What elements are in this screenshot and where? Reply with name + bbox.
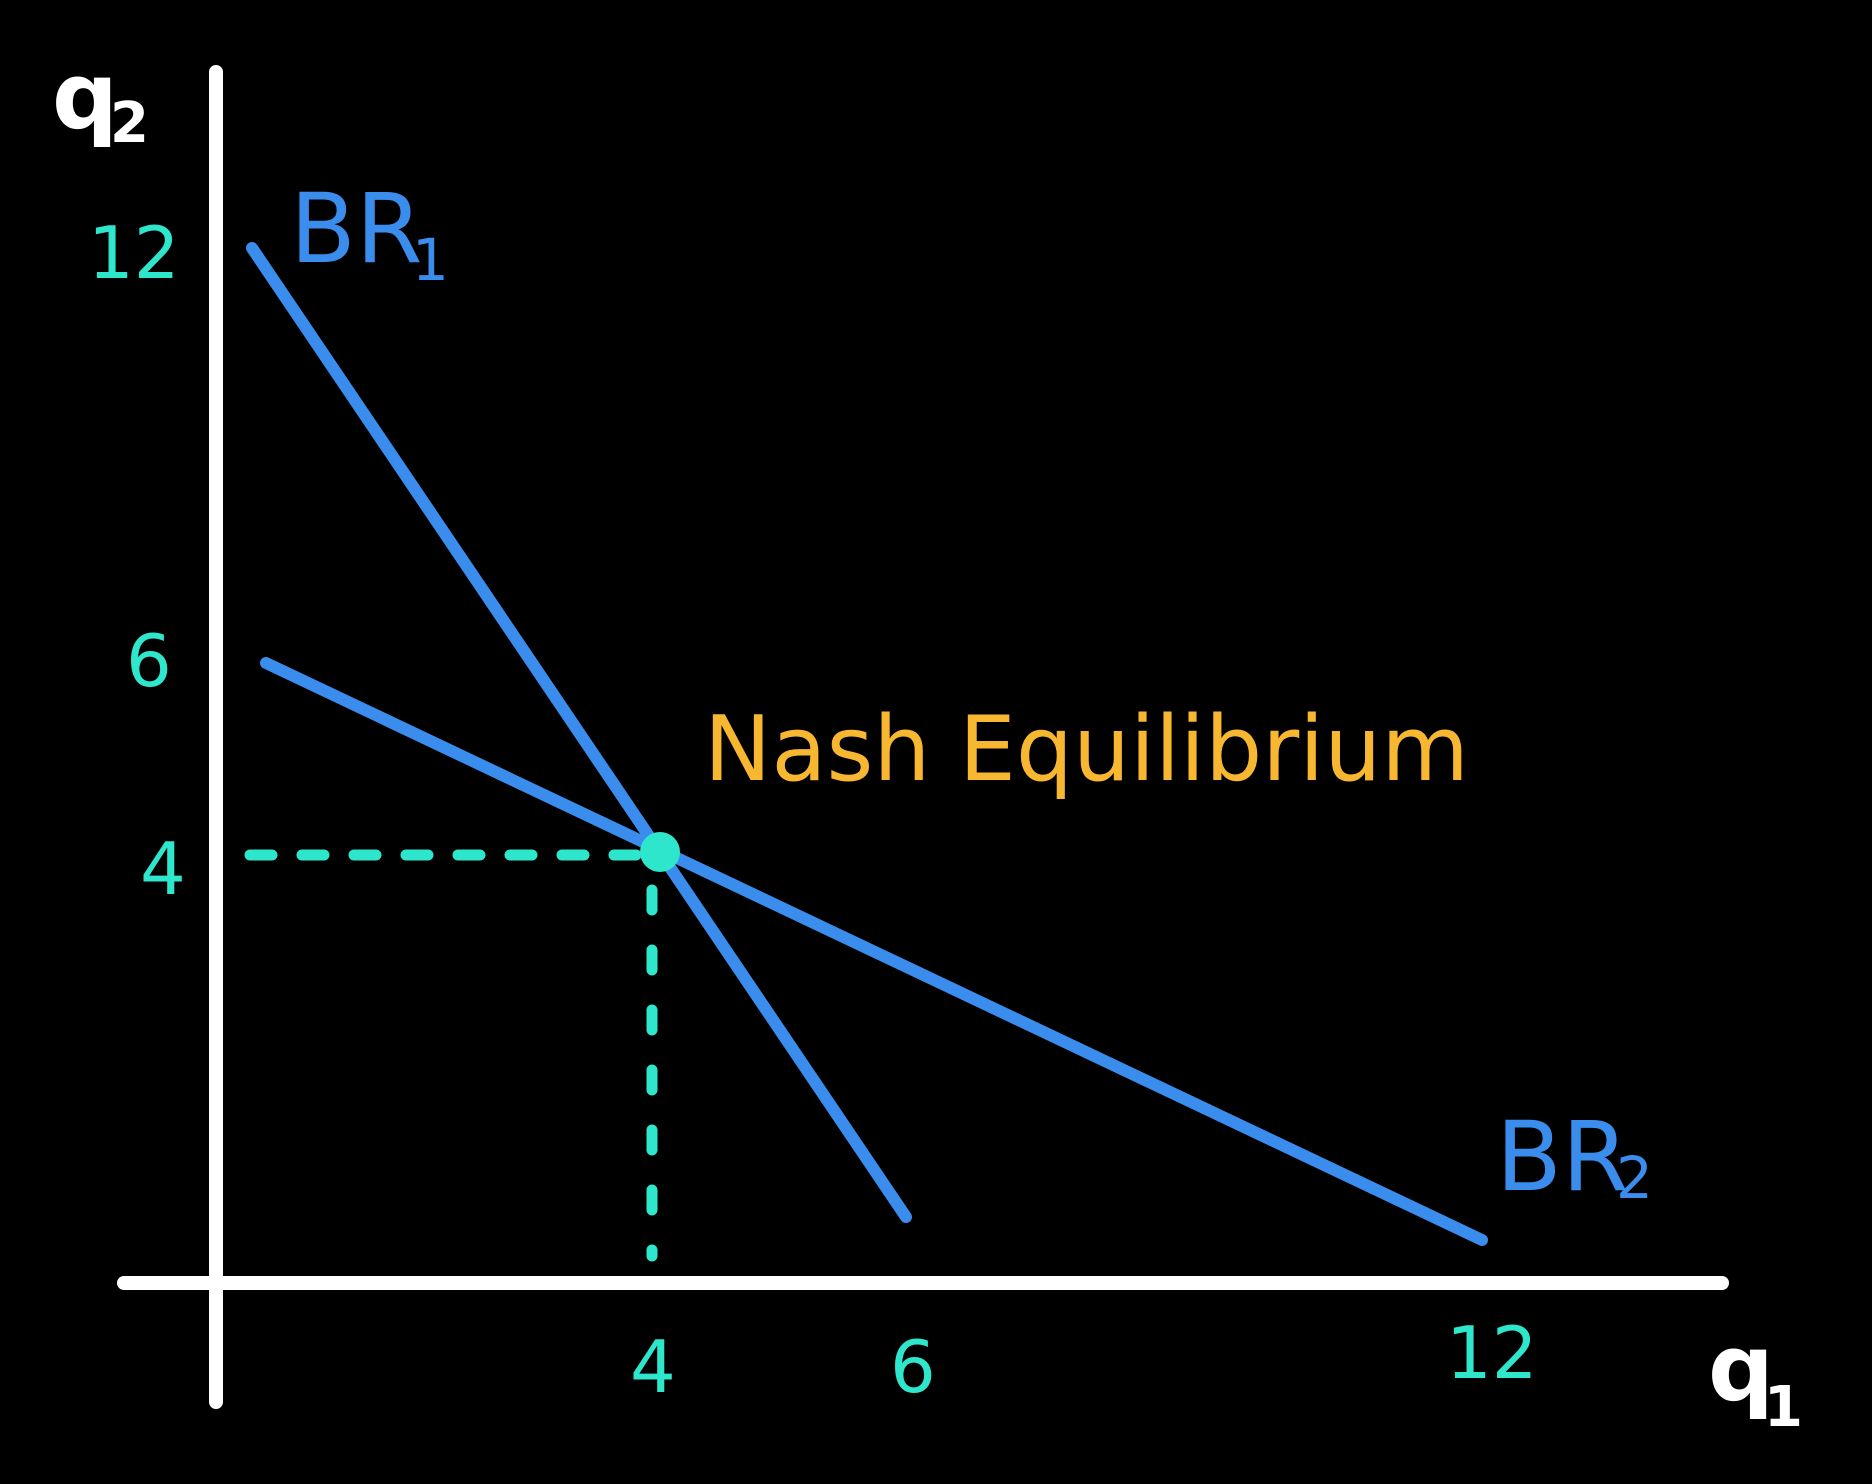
br1-label-subscript: 1 xyxy=(412,226,449,294)
x-axis-label: q xyxy=(1708,1315,1774,1422)
y-tick-label: 6 xyxy=(126,619,172,703)
br2-label-subscript: 2 xyxy=(1616,1144,1653,1212)
x-axis-label-subscript: 1 xyxy=(1764,1375,1803,1440)
y-tick-label: 4 xyxy=(140,827,186,911)
y-axis-label-subscript: 2 xyxy=(110,91,149,156)
br1-label: BR xyxy=(290,173,423,285)
x-tick-label: 12 xyxy=(1446,1311,1538,1395)
x-tick-label: 4 xyxy=(630,1325,676,1409)
br1-line xyxy=(246,242,912,1223)
br2-label: BR xyxy=(1496,1101,1629,1213)
nash-equilibrium-point xyxy=(640,832,680,872)
y-tick-label: 12 xyxy=(88,211,180,295)
x-tick-label: 6 xyxy=(890,1325,936,1409)
nash-equilibrium-label: Nash Equilibrium xyxy=(704,697,1469,802)
br2-line xyxy=(260,657,1488,1246)
y-axis-label: q xyxy=(52,43,118,150)
